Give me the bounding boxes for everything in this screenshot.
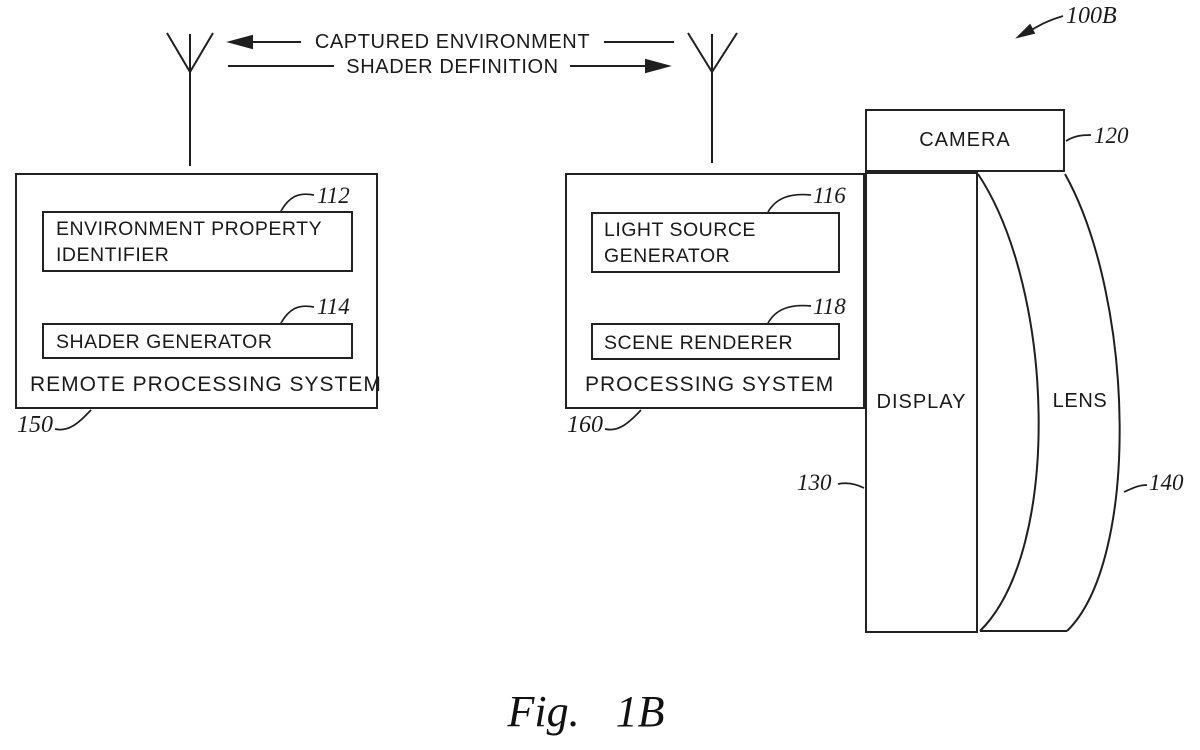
- camera-box: CAMERA: [865, 109, 1065, 172]
- leader-130: [837, 482, 865, 489]
- leader-114: [280, 305, 315, 324]
- display-label: DISPLAY: [876, 391, 967, 413]
- leader-118: [767, 304, 812, 324]
- environment-property-identifier-box: [42, 211, 353, 272]
- scene-renderer-box: [591, 323, 840, 360]
- shader-definition-label: SHADER DEFINITION: [346, 56, 559, 78]
- remote-processing-system-label: REMOTE PROCESSING SYSTEM: [30, 373, 382, 396]
- leader-140: [1123, 484, 1148, 493]
- ref-150: 150: [17, 412, 53, 438]
- figure-ref-arrow: [1015, 15, 1064, 39]
- leader-120: [1065, 134, 1092, 142]
- right-antenna-icon: [687, 32, 738, 163]
- leader-116: [767, 193, 812, 213]
- leader-160: [604, 409, 642, 431]
- ref-130: 130: [797, 470, 832, 495]
- light-source-generator-label: LIGHT SOURCE GENERATOR: [604, 219, 756, 267]
- ref-100B: 100B: [1066, 3, 1117, 29]
- ref-120: 120: [1094, 123, 1129, 148]
- leader-112: [280, 193, 315, 212]
- figure-caption: Fig. 1B: [426, 686, 746, 737]
- ref-140: 140: [1149, 470, 1184, 495]
- figure-caption-number: 1B: [615, 687, 665, 736]
- light-source-generator-box: [591, 212, 840, 273]
- leader-150: [54, 409, 92, 431]
- lens-shape: [977, 173, 1121, 632]
- figure-caption-fig: Fig.: [507, 687, 580, 736]
- ref-160: 160: [567, 412, 603, 438]
- display-box: DISPLAY: [865, 172, 978, 633]
- processing-system-box: [565, 173, 865, 409]
- processing-system-label: PROCESSING SYSTEM: [585, 373, 835, 396]
- captured-environment-label: CAPTURED ENVIRONMENT: [314, 31, 591, 53]
- shader-definition-arrow: [228, 58, 672, 74]
- ref-118: 118: [813, 294, 846, 319]
- shader-generator-box: [42, 323, 353, 359]
- left-antenna-icon: [166, 32, 214, 166]
- ref-112: 112: [317, 183, 350, 208]
- shader-generator-label: SHADER GENERATOR: [56, 331, 273, 353]
- ref-114: 114: [317, 294, 350, 319]
- environment-property-identifier-label: ENVIRONMENT PROPERTY IDENTIFIER: [56, 218, 322, 266]
- camera-label: CAMERA: [919, 129, 1011, 151]
- captured-environment-arrow: [226, 34, 674, 50]
- ref-116: 116: [813, 183, 846, 208]
- scene-renderer-label: SCENE RENDERER: [604, 332, 794, 354]
- lens-label: LENS: [1052, 390, 1108, 412]
- remote-processing-system-box: [15, 173, 378, 409]
